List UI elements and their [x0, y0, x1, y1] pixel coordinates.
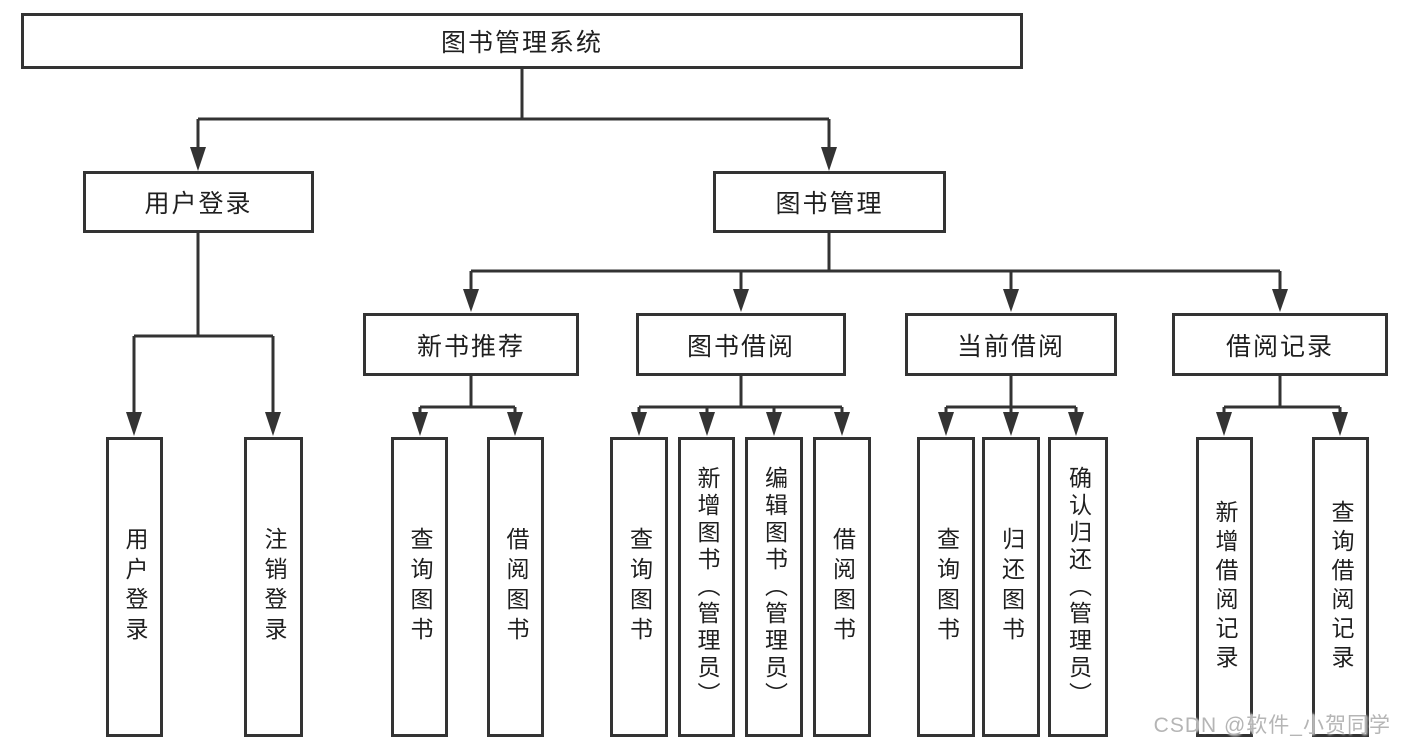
leaf-logout: 注销登录 — [244, 437, 303, 737]
node-book-management: 图书管理 — [713, 171, 946, 233]
node-borrow-records-label: 借阅记录 — [1225, 332, 1334, 361]
csdn-watermark: CSDN @软件_小贺同学 — [1153, 714, 1391, 737]
leaf-edit-book-admin: 编辑图书（管理员） — [745, 437, 803, 737]
leaf-query-books-recommend-label: 查询图书 — [407, 527, 433, 647]
leaf-borrow-books-recommend-label: 借阅图书 — [503, 527, 529, 647]
arrow-down-icon — [938, 412, 954, 436]
leaf-logout-label: 注销登录 — [261, 527, 287, 647]
node-new-book-recommend: 新书推荐 — [363, 313, 579, 376]
leaf-confirm-return-admin: 确认归还（管理员） — [1048, 437, 1108, 737]
leaf-add-borrow-record: 新增借阅记录 — [1196, 437, 1253, 737]
node-book-borrow-label: 图书借阅 — [686, 332, 795, 361]
arrow-down-icon — [1272, 289, 1288, 312]
node-root-label: 图书管理系统 — [440, 29, 603, 57]
leaf-query-borrow-record: 查询借阅记录 — [1312, 437, 1369, 737]
arrow-down-icon — [834, 412, 850, 436]
leaf-add-borrow-record-label: 新增借阅记录 — [1212, 500, 1238, 674]
leaf-query-books-borrow-label: 查询图书 — [626, 527, 653, 647]
leaf-borrow-books-recommend: 借阅图书 — [487, 437, 544, 737]
node-root: 图书管理系统 — [21, 13, 1023, 69]
arrow-down-icon — [631, 412, 647, 436]
leaf-query-books-current-label: 查询图书 — [933, 527, 960, 647]
arrow-down-icon — [821, 147, 837, 171]
leaf-borrow-books-borrow-label: 借阅图书 — [829, 527, 856, 647]
arrow-down-icon — [1068, 412, 1084, 436]
arrow-down-icon — [1216, 412, 1232, 436]
leaf-confirm-return-admin-label: 确认归还（管理员） — [1065, 465, 1092, 709]
arrow-down-icon — [507, 412, 523, 436]
leaf-query-books-current: 查询图书 — [917, 437, 975, 737]
node-current-borrow: 当前借阅 — [905, 313, 1117, 376]
arrow-down-icon — [126, 412, 142, 436]
arrow-down-icon — [1003, 289, 1019, 312]
leaf-add-book-admin-label: 新增图书（管理员） — [694, 465, 720, 709]
leaf-query-borrow-record-label: 查询借阅记录 — [1328, 500, 1354, 674]
arrow-down-icon — [1332, 412, 1348, 436]
leaf-query-books-recommend: 查询图书 — [391, 437, 448, 737]
arrowheads — [126, 147, 1348, 436]
arrow-down-icon — [1003, 412, 1019, 436]
leaf-add-book-admin: 新增图书（管理员） — [678, 437, 735, 737]
leaf-user-login-label: 用户登录 — [122, 527, 148, 647]
arrow-down-icon — [265, 412, 281, 436]
arrow-down-icon — [463, 289, 479, 312]
arrow-down-icon — [699, 412, 715, 436]
arrow-down-icon — [733, 289, 749, 312]
leaf-query-books-borrow: 查询图书 — [610, 437, 668, 737]
leaf-return-book-label: 归还图书 — [998, 527, 1025, 647]
node-user-login-label: 用户登录 — [144, 190, 253, 218]
arrow-down-icon — [766, 412, 782, 436]
arrow-down-icon — [190, 147, 206, 171]
node-book-borrow: 图书借阅 — [636, 313, 846, 376]
connector-paths — [132, 69, 1342, 414]
node-book-management-label: 图书管理 — [775, 190, 884, 218]
leaf-borrow-books-borrow: 借阅图书 — [813, 437, 871, 737]
node-user-login: 用户登录 — [83, 171, 314, 233]
node-current-borrow-label: 当前借阅 — [956, 332, 1065, 361]
node-new-book-recommend-label: 新书推荐 — [416, 332, 525, 361]
leaf-edit-book-admin-label: 编辑图书（管理员） — [761, 465, 788, 709]
leaf-user-login: 用户登录 — [106, 437, 163, 737]
node-borrow-records: 借阅记录 — [1172, 313, 1388, 376]
arrow-down-icon — [412, 412, 428, 436]
leaf-return-book: 归还图书 — [982, 437, 1040, 737]
